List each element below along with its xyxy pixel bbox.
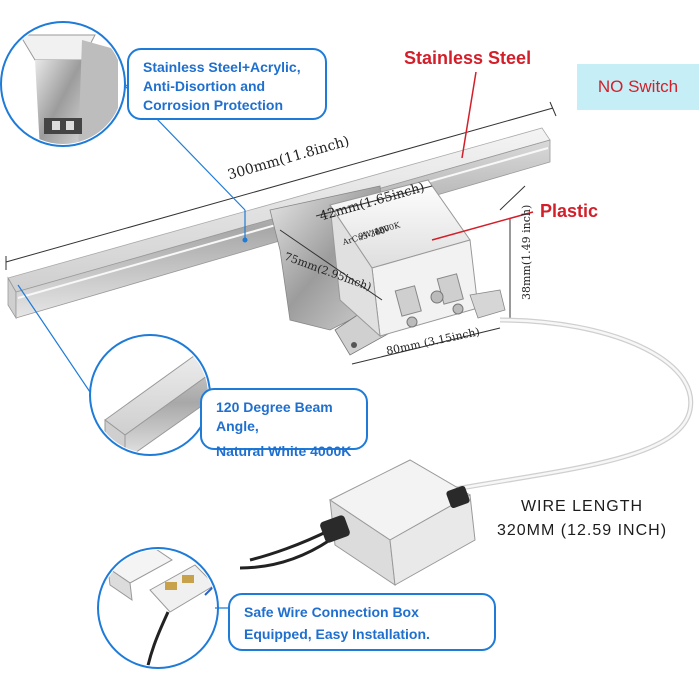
- connection-line-2: Equipped, Easy Installation.: [244, 625, 430, 642]
- material-line-2: Anti-Disortion and: [143, 77, 266, 94]
- power-cable: [239, 317, 694, 570]
- wire-length-value: 320MM (12.59 INCH): [496, 522, 668, 539]
- length-dimension-line: [5, 101, 557, 270]
- stainless-steel-label: Stainless Steel: [404, 48, 532, 68]
- beam-line-2: Natural White 4000K: [216, 442, 352, 459]
- connection-closeup: [97, 547, 219, 669]
- beam-line-1: 120 Degree Beam Angle,: [216, 399, 333, 434]
- bracket-closeup: [0, 21, 126, 147]
- material-line-1: Stainless Steel+Acrylic,: [143, 59, 301, 75]
- plastic-label: Plastic: [540, 201, 599, 221]
- beam-callout: 120 Degree Beam Angle, Natural White 400…: [200, 388, 368, 459]
- wire-length-title: WIRE LENGTH: [520, 498, 644, 515]
- box-dimension-lines: [279, 185, 526, 365]
- material-line-3: Corrosion Protection: [143, 96, 284, 113]
- connection-line-1: Safe Wire Connection Box: [244, 604, 419, 620]
- connection-box-callout: Safe Wire Connection Box Equipped, Easy …: [228, 593, 496, 651]
- box-height-dimension: 38mm(1.49 inch): [520, 204, 533, 300]
- material-callout: Stainless Steel+Acrylic, Anti-Disortion …: [127, 48, 327, 120]
- no-switch-badge: NO Switch: [577, 64, 699, 110]
- bar-end-closeup: [89, 334, 211, 456]
- connection-box: [320, 459, 476, 587]
